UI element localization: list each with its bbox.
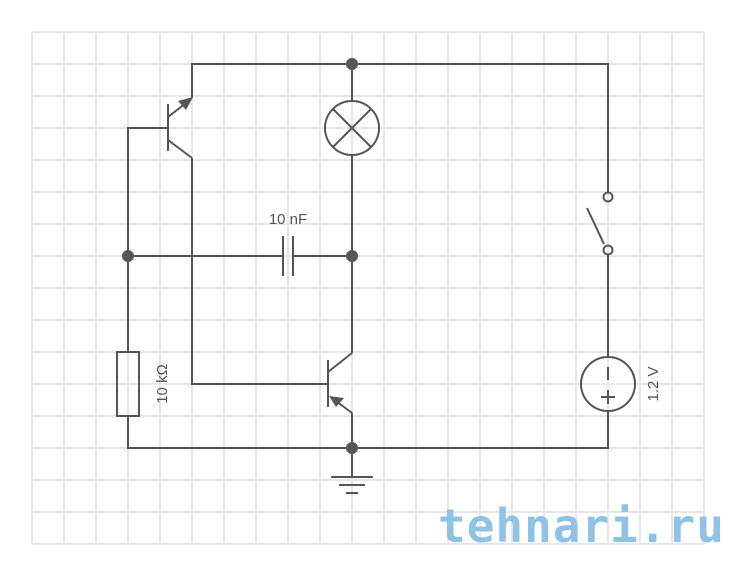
switch[interactable] bbox=[586, 191, 614, 256]
grid bbox=[31, 31, 705, 545]
voltage-source: − + 1.2 V bbox=[580, 356, 662, 412]
capacitor-label: 10 nF bbox=[269, 211, 307, 228]
ground-icon bbox=[331, 476, 373, 494]
wires bbox=[127, 63, 609, 477]
watermark: tehnari.ru bbox=[438, 499, 725, 553]
pnp-transistor bbox=[167, 97, 193, 159]
source-label: 1.2 V bbox=[645, 366, 662, 401]
lamp-icon bbox=[324, 100, 380, 156]
resistor: 10 kΩ bbox=[116, 351, 171, 417]
npn-transistor bbox=[327, 352, 353, 414]
junction-dots bbox=[122, 58, 358, 454]
capacitor: 10 nF bbox=[269, 211, 307, 276]
resistor-label: 10 kΩ bbox=[154, 364, 171, 404]
